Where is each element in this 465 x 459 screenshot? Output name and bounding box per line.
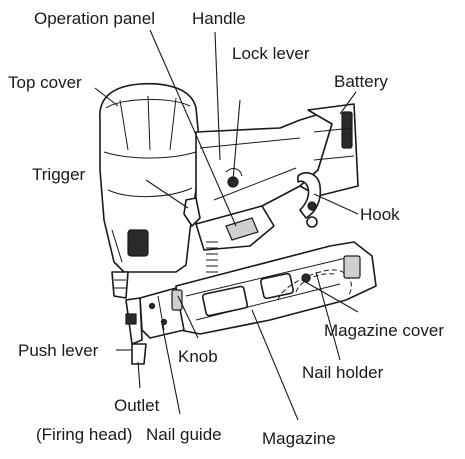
label-lock-lever: Lock lever — [232, 44, 310, 63]
label-outlet-line1: Outlet — [114, 396, 160, 415]
leader-top-cover — [94, 87, 119, 107]
label-handle: Handle — [192, 9, 246, 28]
label-hook: Hook — [360, 205, 400, 224]
leader-nail-holder — [315, 271, 341, 361]
leader-knob — [177, 295, 199, 339]
leader-magazine — [251, 309, 299, 421]
leader-handle — [214, 31, 221, 161]
callout-labels: Operation panel Handle Lock lever Top co… — [8, 9, 444, 448]
top-cover-shape — [99, 82, 201, 273]
nail-holder-shape — [277, 255, 361, 301]
label-operation-panel: Operation panel — [34, 9, 155, 28]
magazine-shape — [175, 241, 377, 335]
spring-coil — [206, 241, 218, 279]
operation-panel-shape — [225, 217, 259, 241]
leader-nail-guide — [161, 323, 181, 415]
battery-shape — [299, 103, 359, 197]
label-push-lever: Push lever — [18, 341, 99, 360]
label-nail-guide: Nail guide — [146, 425, 222, 444]
leader-lock-lever — [232, 99, 241, 181]
label-battery: Battery — [334, 72, 388, 91]
label-nail-holder: Nail holder — [302, 363, 384, 382]
label-knob: Knob — [178, 347, 218, 366]
leader-battery — [339, 91, 357, 115]
push-lever-shape — [125, 297, 147, 365]
label-top-cover: Top cover — [8, 73, 82, 92]
leader-lines — [94, 29, 359, 421]
leader-magazine-cover — [301, 279, 359, 313]
leader-trigger — [145, 179, 189, 209]
front-foot-shape — [111, 271, 129, 299]
leader-operation-panel — [149, 29, 237, 227]
label-outlet-line2: (Firing head) — [36, 425, 132, 444]
label-trigger: Trigger — [32, 165, 86, 184]
nailer-illustration — [99, 82, 377, 365]
hook-shape — [297, 172, 322, 228]
leader-hook — [313, 193, 359, 215]
knob-shape — [171, 289, 183, 311]
label-magazine: Magazine — [262, 429, 336, 448]
nail-guide-shape — [139, 287, 185, 339]
label-magazine-cover: Magazine cover — [324, 321, 444, 340]
leader-outlet — [137, 361, 141, 389]
